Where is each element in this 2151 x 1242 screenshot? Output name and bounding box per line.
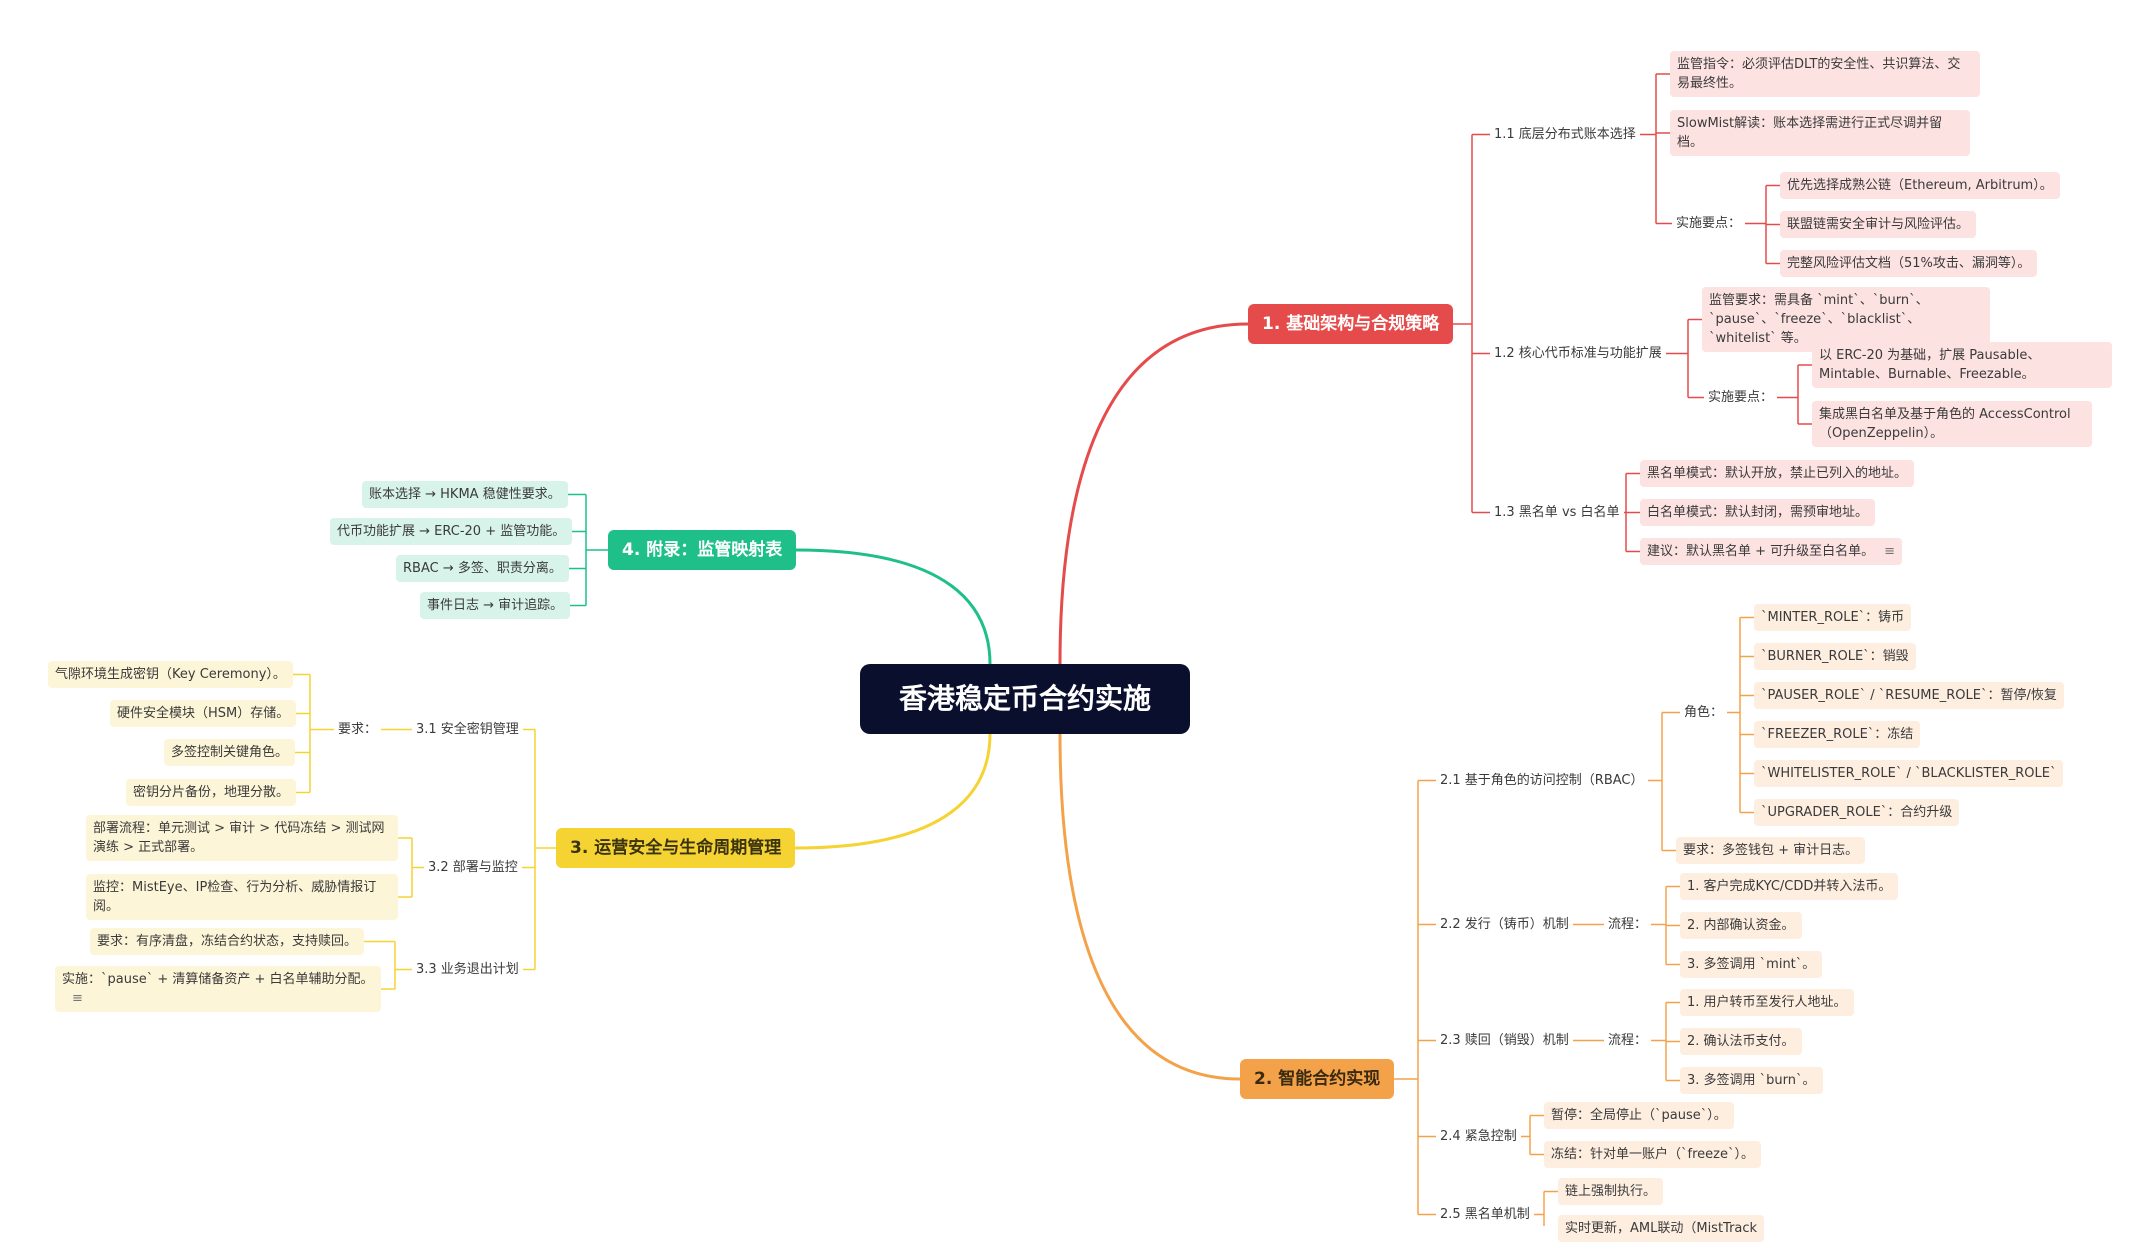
mapping-item[interactable]: RBAC → 多签、职责分离。 [396, 555, 569, 582]
emergency-pause[interactable]: 暂停：全局停止（`pause`）。 [1544, 1102, 1734, 1129]
ledger-impl-item[interactable]: 联盟链需安全审计与风险评估。 [1780, 211, 1977, 238]
note-icon[interactable]: ≡ [1884, 544, 1896, 559]
role-item[interactable]: `PAUSER_ROLE` / `RESUME_ROLE`：暂停/恢复 [1754, 682, 2064, 709]
topic-rbac[interactable]: 2.1 基于角色的访问控制（RBAC） [1440, 773, 1644, 788]
token-impl-label[interactable]: 实施要点： [1708, 390, 1774, 405]
blacklist-onchain[interactable]: 链上强制执行。 [1558, 1178, 1664, 1205]
ledger-slowmist-note[interactable]: SlowMist解读：账本选择需进行正式尽调并留档。 [1670, 110, 1970, 156]
redemption-step[interactable]: 3. 多签调用 `burn`。 [1680, 1067, 1823, 1094]
topic-emergency-control[interactable]: 2.4 紧急控制 [1440, 1129, 1517, 1144]
ledger-regulatory-directive[interactable]: 监管指令：必须评估DLT的安全性、共识算法、交易最终性。 [1670, 51, 1980, 97]
topic-ledger-selection[interactable]: 1.1 底层分布式账本选择 [1494, 127, 1636, 142]
recommendation-text: 建议：默认黑名单 + 可升级至白名单。 [1647, 544, 1875, 559]
emergency-freeze[interactable]: 冻结：针对单一账户（`freeze`）。 [1544, 1141, 1761, 1168]
ledger-impl-item[interactable]: 优先选择成熟公链（Ethereum, Arbitrum）。 [1780, 172, 2060, 199]
topic-key-management[interactable]: 3.1 安全密钥管理 [416, 722, 519, 737]
token-regulatory-requirement[interactable]: 监管要求：需具备 `mint`、`burn`、`pause`、`freeze`、… [1702, 287, 1990, 352]
connector [795, 548, 992, 665]
roles-label[interactable]: 角色： [1684, 705, 1724, 720]
connector [1058, 322, 1249, 665]
mapping-item[interactable]: 事件日志 → 审计追踪。 [420, 592, 571, 619]
key-requirement-label[interactable]: 要求： [338, 722, 378, 737]
role-item[interactable]: `FREEZER_ROLE`：冻结 [1754, 721, 1921, 748]
role-item[interactable]: `UPGRADER_ROLE`：合约升级 [1754, 799, 1960, 826]
blacklist-realtime[interactable]: 实时更新，AML联动（MistTrack [1558, 1215, 1765, 1242]
whitelist-mode[interactable]: 白名单模式：默认封闭，需预审地址。 [1640, 499, 1876, 526]
blacklist-mode[interactable]: 黑名单模式：默认开放，禁止已列入的地址。 [1640, 460, 1915, 487]
topic-minting[interactable]: 2.2 发行（铸币）机制 [1440, 917, 1569, 932]
exit-implementation[interactable]: 实施：`pause` + 清算储备资产 + 白名单辅助分配。 ≡ [55, 966, 381, 1012]
branch-operations-security[interactable]: 3. 运营安全与生命周期管理 [556, 828, 796, 868]
mapping-item[interactable]: 账本选择 → HKMA 稳健性要求。 [362, 481, 568, 508]
topic-token-standard[interactable]: 1.2 核心代币标准与功能扩展 [1494, 346, 1662, 361]
monitoring[interactable]: 监控：MistEye、IP检查、行为分析、威胁情报订阅。 [86, 874, 398, 920]
exit-requirement[interactable]: 要求：有序清盘，冻结合约状态，支持赎回。 [90, 928, 365, 955]
connector [1058, 733, 1241, 1081]
deploy-process[interactable]: 部署流程：单元测试 > 审计 > 代码冻结 > 测试网演练 > 正式部署。 [86, 815, 398, 861]
redemption-step[interactable]: 1. 用户转币至发行人地址。 [1680, 989, 1854, 1016]
minting-flow-label[interactable]: 流程： [1608, 917, 1648, 932]
rbac-requirement[interactable]: 要求：多签钱包 + 审计日志。 [1676, 837, 1866, 864]
role-item[interactable]: `MINTER_ROLE`：铸币 [1754, 604, 1912, 631]
role-item[interactable]: `WHITELISTER_ROLE` / `BLACKLISTER_ROLE` [1754, 760, 2064, 787]
topic-deploy-monitor[interactable]: 3.2 部署与监控 [428, 860, 518, 875]
token-impl-item[interactable]: 以 ERC-20 为基础，扩展 Pausable、Mintable、Burnab… [1812, 342, 2112, 388]
exit-implementation-text: 实施：`pause` + 清算储备资产 + 白名单辅助分配。 [62, 972, 374, 987]
mapping-item[interactable]: 代币功能扩展 → ERC-20 + 监管功能。 [330, 518, 573, 545]
root-topic[interactable]: 香港稳定币合约实施 [860, 664, 1190, 734]
redemption-flow-label[interactable]: 流程： [1608, 1033, 1648, 1048]
blacklist-recommendation[interactable]: 建议：默认黑名单 + 可升级至白名单。 ≡ [1640, 538, 1903, 565]
connector [794, 733, 992, 850]
minting-step[interactable]: 1. 客户完成KYC/CDD并转入法币。 [1680, 873, 1899, 900]
key-requirement-item[interactable]: 多签控制关键角色。 [164, 739, 296, 766]
branch-appendix-mapping[interactable]: 4. 附录：监管映射表 [608, 530, 797, 570]
topic-blacklist-mechanism[interactable]: 2.5 黑名单机制 [1440, 1207, 1530, 1222]
topic-redemption[interactable]: 2.3 赎回（销毁）机制 [1440, 1033, 1569, 1048]
token-impl-item[interactable]: 集成黑白名单及基于角色的 AccessControl（OpenZeppelin）… [1812, 401, 2092, 447]
branch-smart-contract[interactable]: 2. 智能合约实现 [1240, 1059, 1395, 1099]
ledger-impl-item[interactable]: 完整风险评估文档（51%攻击、漏洞等）。 [1780, 250, 2038, 277]
role-item[interactable]: `BURNER_ROLE`：销毁 [1754, 643, 1916, 670]
ledger-impl-label[interactable]: 实施要点： [1676, 216, 1742, 231]
minting-step[interactable]: 3. 多签调用 `mint`。 [1680, 951, 1823, 978]
topic-blacklist-vs-whitelist[interactable]: 1.3 黑名单 vs 白名单 [1494, 505, 1620, 520]
note-icon[interactable]: ≡ [72, 991, 83, 1006]
minting-step[interactable]: 2. 内部确认资金。 [1680, 912, 1802, 939]
key-requirement-item[interactable]: 气隙环境生成密钥（Key Ceremony）。 [48, 661, 293, 688]
topic-exit-plan[interactable]: 3.3 业务退出计划 [416, 962, 519, 977]
branch-infrastructure-compliance[interactable]: 1. 基础架构与合规策略 [1248, 304, 1454, 344]
key-requirement-item[interactable]: 硬件安全模块（HSM）存储。 [110, 700, 297, 727]
redemption-step[interactable]: 2. 确认法币支付。 [1680, 1028, 1802, 1055]
key-requirement-item[interactable]: 密钥分片备份，地理分散。 [126, 779, 297, 806]
